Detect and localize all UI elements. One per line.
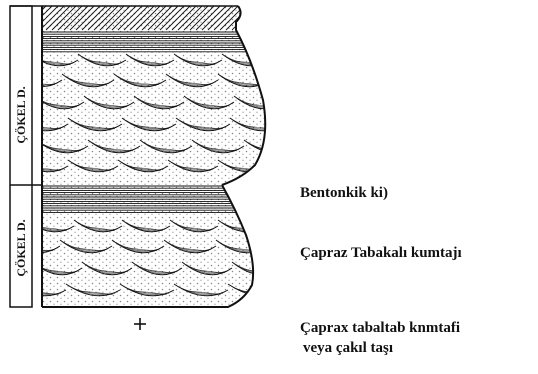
legend-label-crossbedded-gravel-line2: veya çakıl taşı — [303, 340, 393, 357]
cross-bed-lamina — [274, 225, 309, 230]
cross-bed-lamina — [282, 81, 315, 85]
lower-depositional-unit — [8, 185, 336, 310]
cross-bed-lamina — [290, 289, 331, 294]
cross-bed-lamina — [292, 123, 333, 129]
cross-bed-lamina — [294, 291, 329, 295]
cross-bed-arc — [268, 160, 318, 172]
cross-bed-lamina — [290, 267, 327, 273]
cross-bed-lamina — [270, 222, 312, 230]
cross-bed-lamina — [276, 165, 313, 170]
cross-bed-arc — [282, 262, 332, 275]
cross-bed-arc — [282, 284, 336, 296]
diagonal-hatch-line — [244, 6, 268, 30]
diagonal-hatch-line — [238, 6, 262, 30]
unit-label-upper: ÇÖKEL D. — [14, 86, 28, 143]
cross-bed-lamina — [296, 125, 331, 129]
cross-bed-arc — [270, 54, 318, 66]
cross-bed-arc — [284, 118, 338, 131]
diagonal-hatch-line — [262, 6, 286, 30]
upper-depositional-unit — [0, 6, 348, 186]
diagonal-hatch-line — [0, 6, 16, 30]
diagonal-hatch-line — [4, 6, 28, 30]
diagonal-hatch-line — [256, 6, 280, 30]
cross-bed-lamina — [278, 59, 313, 64]
cross-bed-lamina — [308, 147, 341, 151]
cross-bed-lamina — [288, 98, 332, 107]
diagonal-hatch-line — [250, 6, 274, 30]
cross-bed-lamina — [278, 227, 307, 231]
base-cross-mark — [134, 318, 146, 330]
diagonal-hatch-line — [268, 6, 292, 30]
legend-label-crossbedded-sandstone: Çapraz Tabakalı kumtajı — [300, 245, 462, 262]
cross-bed-arc — [266, 220, 314, 232]
cross-bed-lamina — [274, 56, 316, 64]
cross-bed-lamina — [286, 286, 334, 294]
diagonal-hatch-line — [10, 6, 34, 30]
cross-bed-arc — [270, 74, 322, 87]
cross-bed-lamina — [280, 167, 311, 171]
legend-label-bentonite: Bentonkik ki) — [300, 185, 388, 202]
cross-bed-lamina — [286, 264, 330, 273]
diagonal-hatch-line — [274, 6, 298, 30]
legend-label-crossbedded-gravel-line1: Çaprax tabaltab knmtafi — [300, 320, 460, 337]
cross-bed-lamina — [304, 145, 343, 151]
cross-bed-lamina — [274, 76, 320, 85]
cross-bed-lamina — [282, 61, 311, 65]
cross-bed-lamina — [272, 162, 316, 170]
unit-label-lower: ÇÖKEL D. — [14, 219, 28, 276]
lower-bentonite-layer — [42, 186, 300, 212]
cross-bed-lamina — [294, 269, 325, 273]
diagonal-hatch-line — [16, 6, 40, 30]
cross-bed-lamina — [288, 120, 336, 129]
cross-bed-arc — [284, 96, 334, 109]
cross-bed-lamina — [292, 101, 329, 107]
cross-bed-lamina — [300, 142, 346, 151]
cross-bed-arc — [296, 140, 348, 153]
cross-bed-lamina — [278, 79, 317, 85]
diagonal-hatch-line — [0, 6, 10, 30]
diagonal-hatch-line — [0, 6, 22, 30]
cross-bed-lamina — [296, 103, 327, 107]
